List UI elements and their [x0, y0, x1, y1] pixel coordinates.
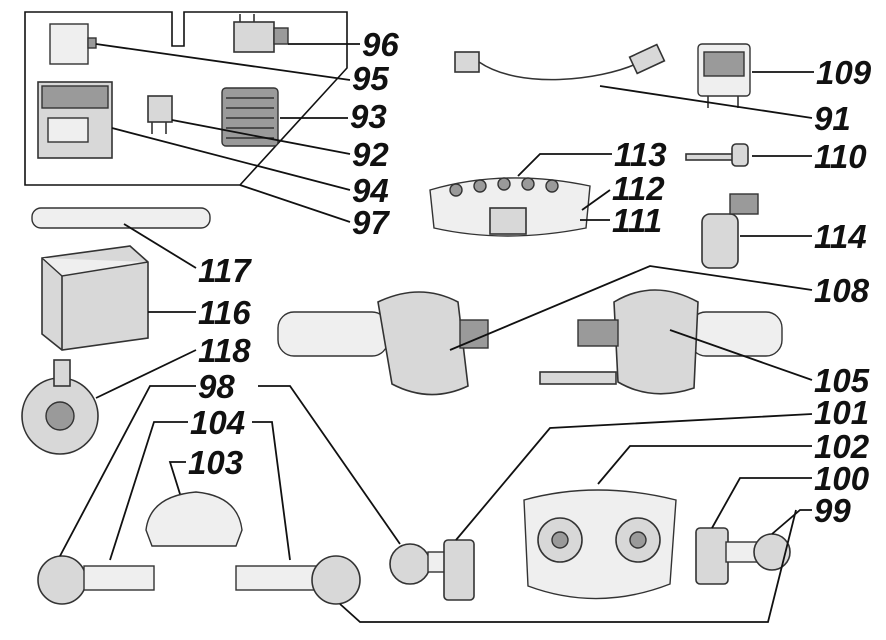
part-114-ignition-lock — [701, 193, 759, 269]
leader-108 — [449, 265, 813, 351]
part-93-regulator — [221, 87, 279, 147]
callout-109: 109 — [816, 54, 872, 91]
leader-102 — [597, 445, 812, 485]
callout-103: 103 — [188, 444, 243, 481]
part-102-headlight — [523, 489, 677, 600]
callout-110: 110 — [814, 138, 867, 175]
callout-92: 92 — [352, 136, 389, 173]
callout-105: 105 — [814, 362, 870, 399]
leader-97 — [239, 184, 351, 223]
leader-lines — [59, 43, 814, 623]
part-96-flasher — [233, 14, 289, 53]
part-116-battery — [41, 245, 149, 351]
leader-104-left — [109, 421, 188, 561]
callout-100: 100 — [814, 460, 870, 497]
leader-94 — [111, 127, 351, 191]
leader-117 — [123, 223, 197, 269]
leader-99-long — [339, 509, 797, 623]
leader-92 — [171, 119, 351, 155]
callout-108: 108 — [814, 272, 870, 309]
callout-117: 117 — [198, 252, 252, 289]
callout-114: 114 — [814, 218, 867, 255]
part-92-relay — [147, 95, 173, 134]
leader-101 — [455, 413, 813, 541]
leader-104-right — [252, 421, 291, 561]
callout-93: 93 — [350, 98, 387, 135]
part-105-right-switch — [539, 289, 783, 395]
part-113-panel — [429, 177, 591, 237]
callout-91: 91 — [814, 100, 851, 137]
callout-118: 118 — [198, 332, 251, 369]
leader-91 — [599, 85, 813, 119]
leader-98-right — [258, 385, 401, 545]
part-104-indicator-right — [235, 555, 361, 605]
callout-116: 116 — [198, 294, 251, 331]
leader-118 — [95, 349, 197, 399]
callout-95: 95 — [352, 60, 389, 97]
leader-105 — [669, 329, 813, 381]
callout-96: 96 — [362, 26, 399, 63]
callout-112: 112 — [612, 170, 665, 207]
leader-112 — [581, 189, 611, 211]
callout-94: 94 — [352, 172, 389, 209]
callout-104: 104 — [190, 404, 245, 441]
part-97-control-unit — [37, 81, 113, 159]
leader-99 — [771, 509, 812, 535]
leader-113 — [517, 153, 612, 177]
part-103-tail-light — [145, 491, 243, 547]
part-110-key — [685, 143, 749, 167]
callout-numbers: 96 95 93 92 94 97 109 91 113 110 112 111… — [188, 26, 872, 529]
part-100-99-front-indicator-right — [695, 527, 791, 585]
part-101-front-indicator — [389, 539, 475, 601]
callout-98: 98 — [198, 368, 235, 405]
part-95-relay — [49, 23, 97, 65]
part-91-cable — [454, 43, 666, 81]
leader-95 — [95, 43, 351, 81]
part-117-tube — [31, 207, 211, 229]
part-104-indicator-left — [37, 555, 155, 605]
part-118-horn — [21, 359, 99, 455]
callout-102: 102 — [814, 428, 870, 465]
callout-99: 99 — [814, 492, 851, 529]
electrical-group-frame — [24, 11, 348, 186]
callout-111: 111 — [612, 202, 662, 239]
part-108-left-switch — [277, 291, 489, 396]
part-109-instrument — [697, 43, 751, 108]
callout-113: 113 — [614, 136, 667, 173]
callout-101: 101 — [814, 394, 869, 431]
leader-98-left — [59, 385, 196, 557]
leader-100 — [711, 477, 812, 529]
callout-97: 97 — [352, 204, 390, 241]
leader-103 — [168, 461, 186, 495]
